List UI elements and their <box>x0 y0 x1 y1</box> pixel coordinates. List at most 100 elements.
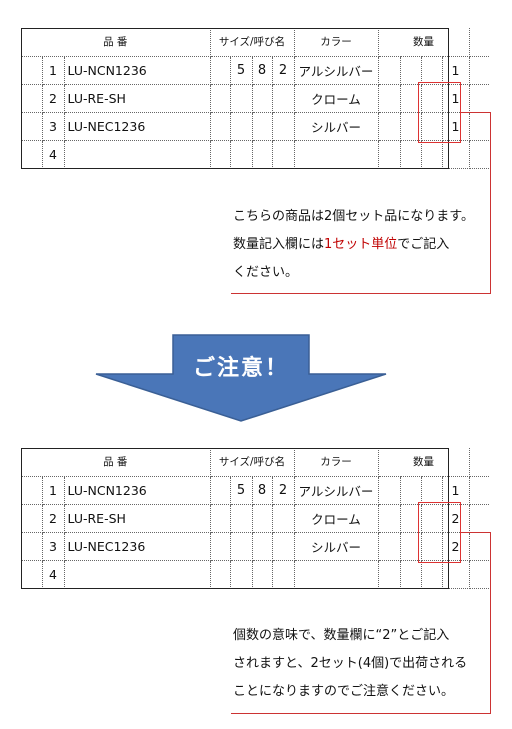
color-cell[interactable]: アルシルバー <box>294 56 379 85</box>
row-spacer <box>21 140 43 169</box>
caution-arrow: ご注意！ <box>95 334 387 422</box>
callout-line <box>490 532 491 714</box>
quantity-cell[interactable]: 1 <box>442 112 470 141</box>
qty-spacer <box>400 84 422 113</box>
size-digit-cell[interactable] <box>230 140 253 169</box>
color-cell[interactable] <box>294 140 379 169</box>
color-cell[interactable]: アルシルバー <box>294 476 379 505</box>
header-product: 品 番 <box>21 28 211 57</box>
size-digit-cell[interactable] <box>252 112 273 141</box>
row-spacer <box>21 504 43 533</box>
product-code-cell[interactable]: LU-RE-SH <box>64 84 211 113</box>
product-code-cell[interactable] <box>64 560 211 589</box>
color-cell[interactable]: クローム <box>294 84 379 113</box>
size-digit-cell[interactable]: 8 <box>252 56 273 85</box>
qty-spacer <box>378 504 401 533</box>
quantity-cell[interactable]: 2 <box>442 532 470 561</box>
table-row: 2 LU-RE-SH クローム 1 <box>21 84 489 113</box>
color-cell[interactable]: シルバー <box>294 112 379 141</box>
row-spacer <box>21 56 43 85</box>
size-spacer <box>210 476 231 505</box>
header-product: 品 番 <box>21 448 211 477</box>
size-digit-cell[interactable] <box>272 532 295 561</box>
color-cell[interactable]: シルバー <box>294 532 379 561</box>
size-digit-cell[interactable] <box>272 560 295 589</box>
header-qty: 数量 <box>378 28 470 57</box>
size-digit-cell[interactable] <box>230 504 253 533</box>
quantity-cell[interactable]: 1 <box>442 56 470 85</box>
product-code-cell[interactable]: LU-NEC1236 <box>64 532 211 561</box>
size-digit-cell[interactable] <box>272 84 295 113</box>
size-digit-cell[interactable]: 5 <box>230 476 253 505</box>
size-spacer <box>210 56 231 85</box>
size-digit-cell[interactable] <box>230 84 253 113</box>
size-digit-cell[interactable]: 2 <box>272 476 295 505</box>
size-digit-cell[interactable] <box>272 504 295 533</box>
product-code-cell[interactable]: LU-NCN1236 <box>64 56 211 85</box>
highlight-box <box>418 82 461 143</box>
size-digit-cell[interactable] <box>272 140 295 169</box>
size-digit-cell[interactable] <box>252 140 273 169</box>
quantity-cell[interactable] <box>442 140 470 169</box>
color-cell[interactable]: クローム <box>294 504 379 533</box>
qty-spacer <box>378 140 401 169</box>
size-digit-cell[interactable]: 2 <box>272 56 295 85</box>
row-number: 3 <box>42 532 65 561</box>
size-digit-cell[interactable] <box>252 532 273 561</box>
size-digit-cell[interactable] <box>252 84 273 113</box>
table-margin-cell <box>469 84 489 113</box>
size-digit-cell[interactable] <box>252 504 273 533</box>
size-digit-cell[interactable] <box>252 560 273 589</box>
quantity-cell[interactable]: 2 <box>442 504 470 533</box>
callout-line <box>231 293 491 294</box>
size-digit-cell[interactable] <box>230 532 253 561</box>
row-number: 1 <box>42 476 65 505</box>
size-digit-cell[interactable]: 5 <box>230 56 253 85</box>
size-spacer <box>210 112 231 141</box>
table-margin-cell <box>469 28 489 57</box>
qty-spacer <box>421 476 443 505</box>
qty-spacer <box>421 84 443 113</box>
product-code-cell[interactable]: LU-RE-SH <box>64 504 211 533</box>
table-row: 2 LU-RE-SH クローム 2 <box>21 504 489 533</box>
note-quantity-warning: 個数の意味で、数量欄に“2”とご記入 されますと、2セット(4個)で出荷される … <box>233 622 467 706</box>
quantity-cell[interactable]: 1 <box>442 476 470 505</box>
qty-spacer <box>400 56 422 85</box>
product-code-cell[interactable]: LU-NCN1236 <box>64 476 211 505</box>
qty-spacer <box>421 532 443 561</box>
row-number: 1 <box>42 56 65 85</box>
qty-spacer <box>378 476 401 505</box>
header-qty: 数量 <box>378 448 470 477</box>
table-row: 1 LU-NCN1236 5 8 2 アルシルバー 1 <box>21 476 489 505</box>
header-color: カラー <box>294 28 379 57</box>
table-header-row: 品 番 サイズ/呼び名 カラー 数量 <box>21 448 489 477</box>
callout-line <box>231 713 491 714</box>
row-spacer <box>21 476 43 505</box>
size-digit-cell[interactable] <box>272 112 295 141</box>
table-header-row: 品 番 サイズ/呼び名 カラー 数量 <box>21 28 489 57</box>
note-emphasis: 1セット単位 <box>324 237 398 252</box>
size-digit-cell[interactable] <box>230 560 253 589</box>
product-code-cell[interactable]: LU-NEC1236 <box>64 112 211 141</box>
size-digit-cell[interactable] <box>230 112 253 141</box>
size-digit-cell[interactable]: 8 <box>252 476 273 505</box>
quantity-cell[interactable] <box>442 560 470 589</box>
note-line: ことになりますのでご注意ください。 <box>233 684 455 699</box>
table-margin-cell <box>469 504 489 533</box>
qty-spacer <box>400 504 422 533</box>
qty-spacer <box>421 112 443 141</box>
callout-line <box>490 112 491 294</box>
size-spacer <box>210 560 231 589</box>
note-text: 数量記入欄には <box>233 237 325 252</box>
qty-spacer <box>400 560 422 589</box>
row-number: 2 <box>42 84 65 113</box>
row-spacer <box>21 112 43 141</box>
qty-spacer <box>421 504 443 533</box>
product-code-cell[interactable] <box>64 140 211 169</box>
color-cell[interactable] <box>294 560 379 589</box>
row-number: 4 <box>42 140 65 169</box>
quantity-cell[interactable]: 1 <box>442 84 470 113</box>
qty-spacer <box>378 56 401 85</box>
table-margin-cell <box>469 476 489 505</box>
down-arrow-icon <box>95 334 387 422</box>
